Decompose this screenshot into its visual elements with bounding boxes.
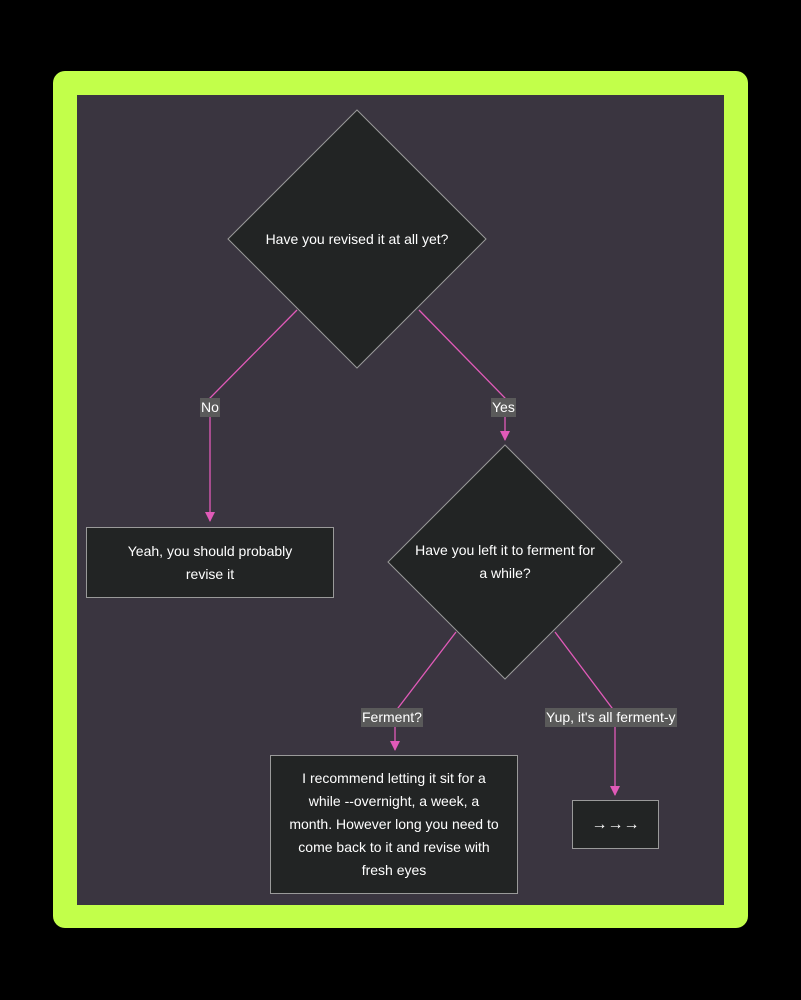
diamond-q1-shape [227,109,487,369]
node-revise: Yeah, you should probably revise it [86,527,334,598]
edge-label-yup: Yup, it's all ferment-y [545,708,677,727]
node-next-label: →→→ [591,816,640,833]
node-next: →→→ [572,800,659,849]
node-letsit: I recommend letting it sit for a while -… [270,755,518,894]
edge-label-yes: Yes [491,398,516,417]
node-q2-label: Have you left it to ferment for a while? [415,542,595,581]
edge-label-ferment: Ferment? [361,708,423,727]
node-revise-label: Yeah, you should probably revise it [127,542,293,582]
node-q1: Have you revised it at all yet? [240,200,474,278]
edge-yes [418,309,510,441]
diamond-q2-shape [387,444,623,680]
edge-label-no: No [200,398,220,417]
node-q2: Have you left it to ferment for a while? [412,520,598,604]
node-q1-label: Have you revised it at all yet? [265,230,449,247]
edge-no [205,309,298,522]
node-letsit-label: I recommend letting it sit for a while -… [289,770,499,878]
edge-ferment [390,631,457,751]
